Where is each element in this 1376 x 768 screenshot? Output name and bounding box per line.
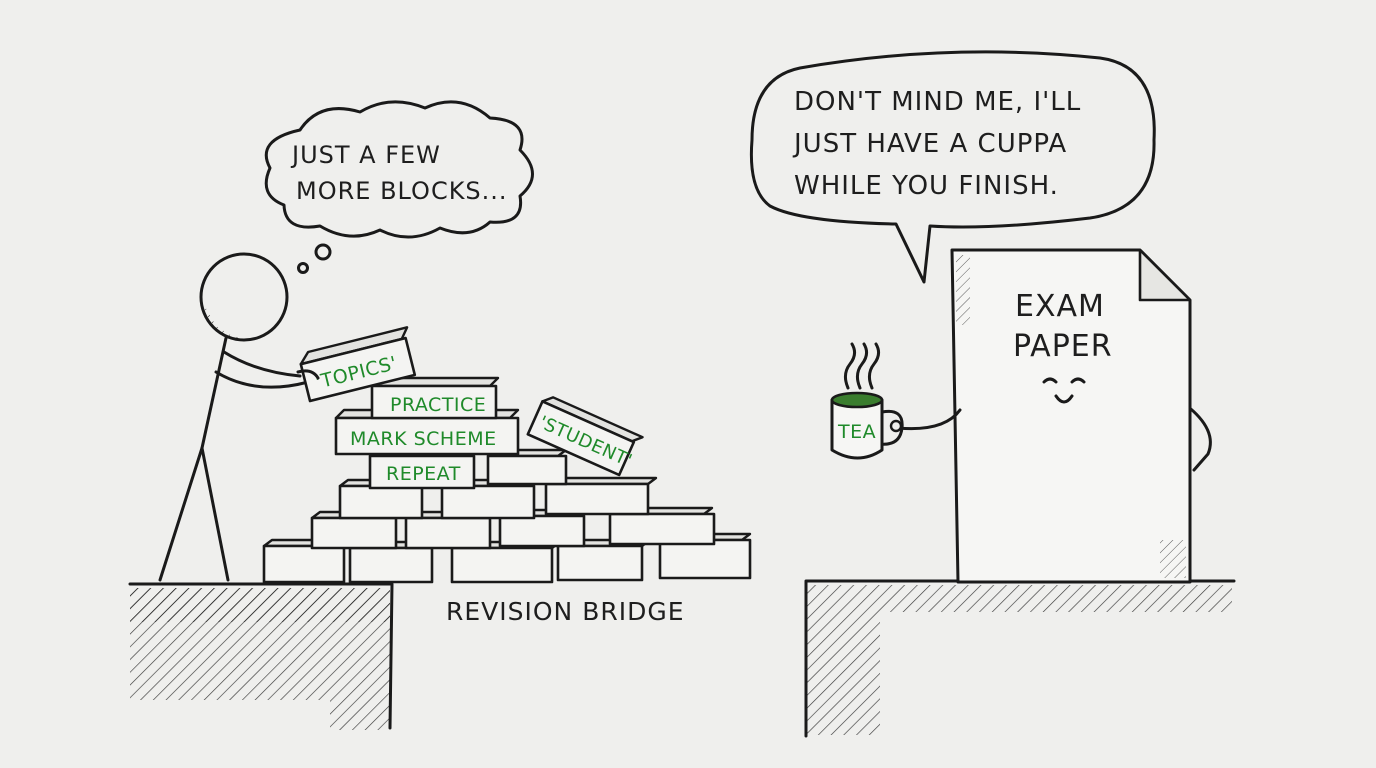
hand: [296, 369, 320, 380]
right-cliff: [804, 579, 1236, 738]
paper-hand: [889, 419, 903, 433]
bridge-label: REVISION BRIDGE: [446, 597, 685, 626]
speech-line-1: DON'T MIND ME, I'LL: [794, 87, 1081, 117]
brick-repeat-label: REPEAT: [386, 463, 461, 485]
brick: [608, 506, 716, 546]
thought-line-2: MORE BLOCKS...: [296, 177, 508, 205]
brick: [486, 448, 568, 486]
speech-bubble: DON'T MIND ME, I'LL JUST HAVE A CUPPA WH…: [749, 50, 1156, 284]
stick-figure: [158, 252, 310, 582]
brick-pile: REPEAT MARK SCHEME PRACTICE 'STUDENT': [262, 376, 752, 584]
thought-bubble: JUST A FEW MORE BLOCKS...: [264, 100, 534, 274]
mug-label: TEA: [837, 421, 876, 443]
speech-line-3: WHILE YOU FINISH.: [794, 171, 1059, 201]
brick-repeat: REPEAT: [368, 448, 478, 490]
steam-icon: [843, 342, 857, 390]
brick-practice-label: PRACTICE: [390, 394, 486, 416]
paper-eye-right: [1070, 377, 1086, 384]
brick: [404, 510, 500, 550]
brick: [544, 476, 658, 516]
exam-paper-line-1: EXAM: [1015, 289, 1105, 324]
left-cliff: [128, 582, 394, 730]
paper-left-arm: [896, 408, 962, 431]
brick-practice: PRACTICE: [370, 376, 500, 420]
speech-line-2: JUST HAVE A CUPPA: [792, 129, 1067, 159]
exam-paper-line-2: PAPER: [1013, 329, 1113, 364]
thought-line-1: JUST A FEW: [290, 141, 441, 169]
brick-mark-scheme-label: MARK SCHEME: [350, 428, 497, 450]
paper-right-arm: [1184, 403, 1212, 472]
paper-eye-left: [1042, 377, 1058, 384]
exam-paper-character: EXAM PAPER: [896, 248, 1212, 584]
tea-mug: TEA: [830, 342, 904, 460]
paper-smile: [1054, 394, 1074, 404]
brick-topics: 'TOPICS': [299, 326, 417, 403]
